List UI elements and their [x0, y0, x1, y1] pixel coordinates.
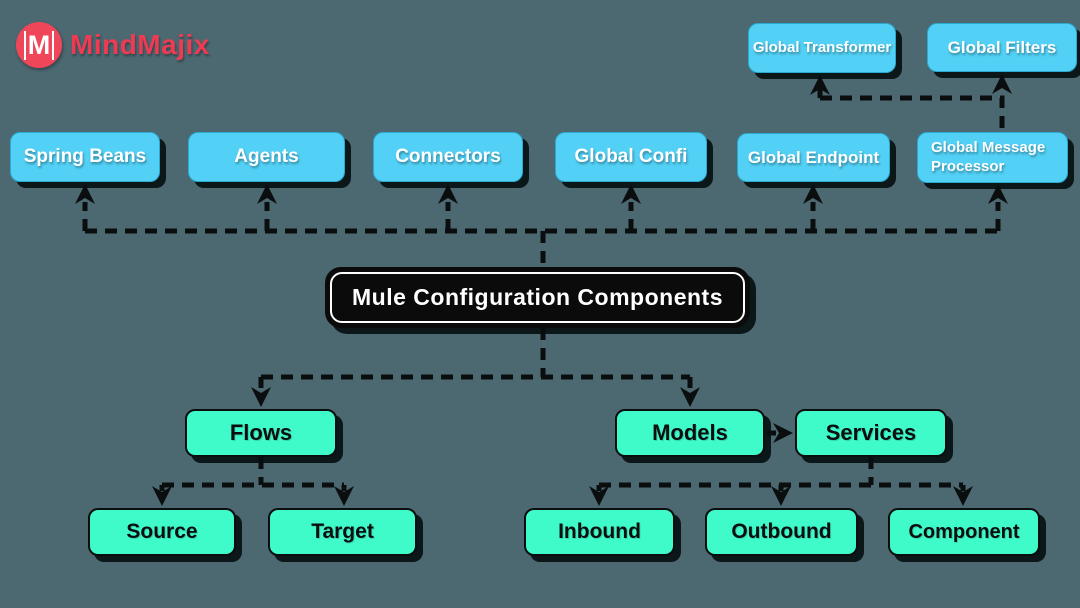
node-source: Source: [88, 508, 236, 556]
node-global-endpoint: Global Endpoint: [737, 133, 890, 182]
node-services: Services: [795, 409, 947, 457]
node-label: Global Filters: [947, 37, 1057, 57]
node-label: Global Confi: [574, 146, 688, 167]
node-global-filters: Global Filters: [927, 23, 1077, 72]
node-models: Models: [615, 409, 765, 457]
node-label: Component: [908, 520, 1020, 543]
node-label: Global Message Processor: [931, 138, 1046, 175]
node-label: Mule Configuration Components: [352, 284, 723, 310]
node-label: Target: [311, 520, 374, 543]
node-label: Global Transformer: [752, 38, 892, 56]
node-mule-configuration-components: Mule Configuration Components: [325, 267, 750, 328]
node-spring-beans: Spring Beans: [10, 132, 160, 182]
node-target: Target: [268, 508, 417, 556]
node-label: Outbound: [731, 520, 832, 543]
node-inbound: Inbound: [524, 508, 675, 556]
node-label: Models: [652, 420, 728, 445]
node-label: Agents: [234, 146, 299, 167]
node-agents: Agents: [188, 132, 345, 182]
brand-monogram: M: [23, 30, 55, 60]
node-label: Flows: [229, 420, 293, 445]
node-label: Inbound: [558, 520, 641, 543]
dashed-edges: [82, 88, 1005, 491]
node-global-confi: Global Confi: [555, 132, 707, 182]
brand-logo: M MindMajix: [16, 22, 210, 68]
node-component: Component: [888, 508, 1040, 556]
node-label: Spring Beans: [23, 146, 147, 167]
node-outbound: Outbound: [705, 508, 858, 556]
brand-logo-icon: M: [16, 22, 62, 68]
node-label: Services: [825, 420, 917, 445]
node-label: Connectors: [395, 146, 501, 167]
node-global-transformer: Global Transformer: [748, 23, 896, 73]
node-connectors: Connectors: [373, 132, 523, 182]
brand-name: MindMajix: [70, 29, 210, 60]
node-label: Source: [126, 520, 198, 543]
node-global-message-processor: Global Message Processor: [917, 132, 1068, 183]
node-label: Global Endpoint: [747, 147, 880, 167]
node-flows: Flows: [185, 409, 337, 457]
